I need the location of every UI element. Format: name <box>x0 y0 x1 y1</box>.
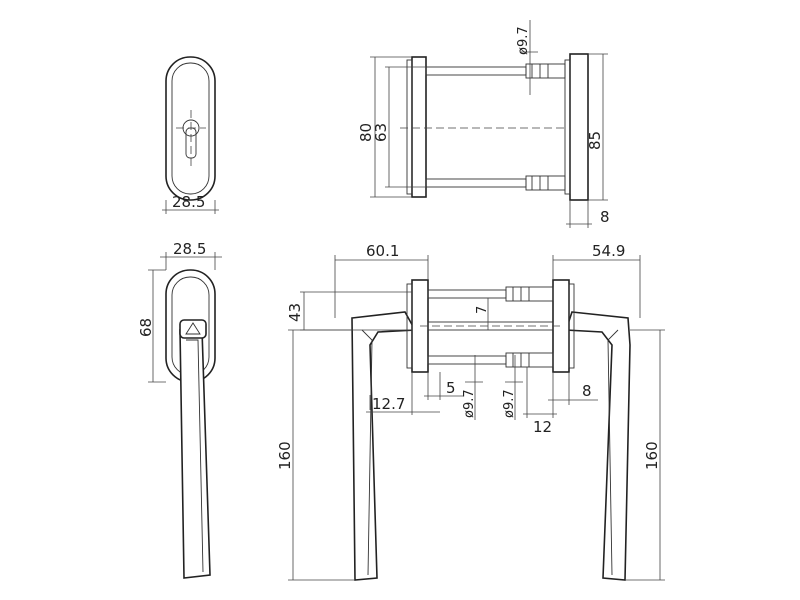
side-view-plates: 80 63 ø9.7 85 8 <box>357 20 610 228</box>
dim-spindle-square: 7 <box>475 306 490 314</box>
dim-handle-length-right: 160 <box>643 441 661 470</box>
dim-plate-height-right: 85 <box>586 131 604 150</box>
handle-front-view: 28.5 68 <box>137 240 222 579</box>
dim-plate-spacing: 63 <box>372 123 390 142</box>
dim-projection-left: 60.1 <box>366 242 399 260</box>
escutcheon-front-view: 28.5 <box>162 56 219 214</box>
dim-spindle-dia-top: ø9.7 <box>516 26 531 55</box>
dim-offset-8: 8 <box>582 382 592 400</box>
dim-rose-width: 28.5 <box>173 240 206 258</box>
dim-projection-right: 54.9 <box>592 242 625 260</box>
dim-spindle-dia-right: ø9.7 <box>502 389 517 418</box>
dim-offset-12-7: 12.7 <box>372 395 405 413</box>
dim-offset-12: 12 <box>533 418 552 436</box>
dim-spindle-dia-left: ø9.7 <box>462 389 477 418</box>
dim-plate-height-outer: 80 <box>357 123 375 142</box>
assembly-view: 60.1 54.9 43 7 160 160 5 12.7 ø9.7 <box>276 242 665 581</box>
dim-offset-5: 5 <box>446 379 456 397</box>
dim-handle-length-left: 160 <box>276 441 294 470</box>
logo-icon <box>185 322 201 335</box>
dim-escutcheon-width: 28.5 <box>172 193 205 211</box>
dim-rose-height: 68 <box>137 318 155 337</box>
dim-plate-depth: 8 <box>600 208 610 226</box>
dim-height-43: 43 <box>286 303 304 322</box>
